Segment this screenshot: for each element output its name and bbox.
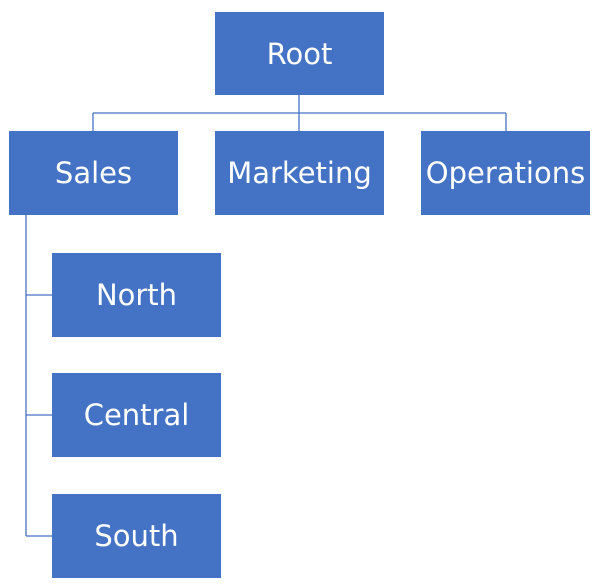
node-central: Central — [52, 373, 221, 457]
node-sales-label: Sales — [54, 156, 133, 190]
node-north-label: North — [95, 278, 178, 312]
node-root: Root — [215, 12, 384, 95]
node-operations: Operations — [421, 131, 590, 215]
node-operations-label: Operations — [425, 156, 586, 190]
node-south-label: South — [94, 519, 179, 553]
node-root-label: Root — [266, 36, 333, 71]
node-south: South — [52, 494, 221, 578]
node-central-label: Central — [83, 398, 190, 432]
node-marketing-label: Marketing — [227, 156, 372, 190]
node-sales: Sales — [9, 131, 178, 215]
node-north: North — [52, 253, 221, 337]
node-marketing: Marketing — [215, 131, 384, 215]
